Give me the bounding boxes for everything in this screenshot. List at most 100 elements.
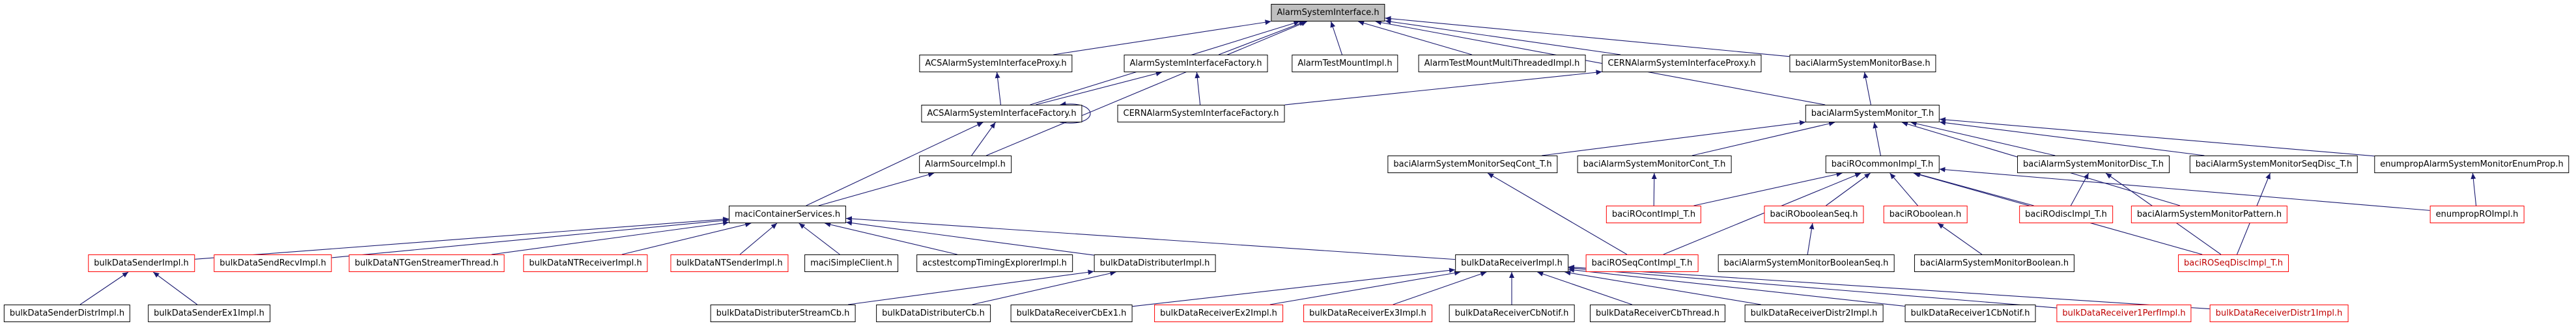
graph-edge — [1218, 21, 1306, 55]
graph-node-bacialarmsystemmonitor-t-h[interactable]: baciAlarmSystemMonitor_T.h — [1805, 105, 1940, 122]
graph-node-bulkdatantgenstreamerthread-h[interactable]: bulkDataNTGenStreamerThread.h — [348, 254, 505, 272]
graph-node-bulkdatantreceiverimpl-h[interactable]: bulkDataNTReceiverImpl.h — [523, 254, 648, 272]
graph-node-bulkdatantsenderimpl-h[interactable]: bulkDataNTSenderImpl.h — [670, 254, 789, 272]
graph-edge — [152, 271, 198, 305]
graph-edge — [848, 269, 1094, 305]
graph-edge — [972, 271, 1116, 305]
graph-node-cernalarmsysteminterfacefactory-h[interactable]: CERNAlarmSystemInterfaceFactory.h — [1117, 105, 1285, 122]
graph-node-enumproproimpl-h[interactable]: enumpropROImpl.h — [2429, 206, 2525, 223]
graph-node-acsalarmsysteminterfacefactory-h[interactable]: ACSAlarmSystemInterfaceFactory.h — [921, 105, 1083, 122]
graph-node-baciroseqcontimpl-t-h[interactable]: baciROSeqContImpl_T.h — [1585, 254, 1699, 272]
graph-edge — [1132, 267, 1456, 307]
graph-node-acsalarmsysteminterfaceproxy-h[interactable]: ACSAlarmSystemInterfaceProxy.h — [919, 55, 1073, 72]
graph-node-bulkdatareceiverdistr2impl-h[interactable]: bulkDataReceiverDistr2Impl.h — [1744, 305, 1884, 322]
graph-edge — [1542, 120, 1806, 156]
graph-node-bulkdatareceiver1perfimpl-h[interactable]: bulkDataReceiver1PerfImpl.h — [2056, 305, 2192, 322]
graph-edge — [1863, 72, 1871, 105]
graph-node-bacialarmsystemmonitorseqcont-t-h[interactable]: baciAlarmSystemMonitorSeqCont_T.h — [1387, 156, 1558, 173]
graph-edge-self-loop — [1060, 101, 1091, 124]
graph-node-bacialarmsystemmonitorcont-t-h[interactable]: baciAlarmSystemMonitorCont_T.h — [1577, 156, 1732, 173]
graph-node-bacirocommonimpl-t-h[interactable]: baciROcommonImpl_T.h — [1825, 156, 1940, 173]
graph-edge — [194, 216, 729, 260]
graph-edge — [491, 220, 729, 255]
graph-edge — [986, 21, 1307, 156]
graph-node-bacialarmsystemmonitorboolean-h[interactable]: baciAlarmSystemMonitorBoolean.h — [1914, 254, 2075, 272]
graph-edge — [1691, 121, 1835, 156]
graph-node-bacirocontimpl-t-h[interactable]: baciROcontImpl_T.h — [1606, 206, 1702, 223]
graph-node-bacialarmsystemmonitorbooleanseq-h[interactable]: baciAlarmSystemMonitorBooleanSeq.h — [1718, 254, 1895, 272]
graph-node-bulkdatareceivercbex1-h[interactable]: bulkDataReceiverCbEx1.h — [1010, 305, 1133, 322]
graph-node-bulkdatareceiverex3impl-h[interactable]: bulkDataReceiverEx3Impl.h — [1303, 305, 1432, 322]
graph-node-baciroseqdiscimpl-t-h[interactable]: baciROSeqDiscImpl_T.h — [2178, 254, 2289, 272]
graph-edge — [1375, 20, 1826, 105]
graph-node-bacirobooleanseq-h[interactable]: baciRObooleanSeq.h — [1764, 206, 1864, 223]
graph-edge — [1284, 70, 1602, 105]
graph-node-bacialarmsystemmonitordisc-t-h[interactable]: baciAlarmSystemMonitorDisc_T.h — [2017, 156, 2170, 173]
graph-edge — [1914, 172, 2034, 206]
graph-node-macisimpleclient-h[interactable]: maciSimpleClient.h — [804, 254, 898, 272]
graph-node-bacialarmsystemmonitorbase-h[interactable]: baciAlarmSystemMonitorBase.h — [1789, 55, 1936, 72]
graph-node-bulkdatasenderex1impl-h[interactable]: bulkDataSenderEx1Impl.h — [148, 305, 270, 322]
graph-edge — [1663, 172, 1861, 255]
graph-edge — [1564, 270, 1761, 305]
graph-node-bulkdatareceivercbthread-h[interactable]: bulkDataReceiverCbThread.h — [1589, 305, 1726, 322]
graph-node-alarmsysteminterface-h[interactable]: AlarmSystemInterface.h — [1271, 4, 1385, 21]
graph-edge — [1487, 172, 1628, 255]
graph-edge — [1393, 271, 1487, 305]
graph-edge — [332, 217, 729, 258]
graph-node-bulkdatasenderimpl-h[interactable]: bulkDataSenderImpl.h — [88, 254, 195, 272]
graph-node-bulkdatadistributercb-h[interactable]: bulkDataDistributerCb.h — [876, 305, 991, 322]
graph-node-bacirodiscimpl-t-h[interactable]: baciROdiscImpl_T.h — [2019, 206, 2113, 223]
graph-node-bulkdatadistributerimpl-h[interactable]: bulkDataDistributerImpl.h — [1094, 254, 1216, 272]
graph-edge — [1890, 172, 1918, 206]
graph-node-alarmsysteminterfacefactory-h[interactable]: AlarmSystemInterfaceFactory.h — [1124, 55, 1268, 72]
graph-node-bulkdatareceiverex2impl-h[interactable]: bulkDataReceiverEx2Impl.h — [1154, 305, 1283, 322]
graph-edge — [825, 222, 957, 255]
graph-node-bacialarmsystemmonitorseqdisc-t-h[interactable]: baciAlarmSystemMonitorSeqDisc_T.h — [2189, 156, 2358, 173]
graph-edge — [1385, 16, 1790, 57]
graph-edge — [1195, 72, 1201, 105]
graph-edge — [1568, 264, 2210, 310]
graph-edge — [1910, 121, 2056, 156]
graph-edge — [2470, 172, 2477, 206]
graph-edge — [79, 271, 129, 305]
graph-edge — [1385, 19, 1621, 55]
graph-edge — [1939, 117, 2375, 157]
graph-edge — [806, 122, 984, 206]
graph-edge — [1826, 172, 1871, 206]
graph-edge — [1568, 267, 1905, 307]
graph-edge — [1537, 271, 1632, 305]
graph-node-bulkdatareceivercbnotif-h[interactable]: bulkDataReceiverCbNotif.h — [1449, 305, 1575, 322]
graph-edge — [1036, 71, 1162, 105]
graph-edge — [621, 222, 752, 255]
graph-node-bulkdatadistributerstreamcb-h[interactable]: bulkDataDistributerStreamCb.h — [710, 305, 856, 322]
graph-node-acstestcomptimingexplorerimpl-h[interactable]: acstestcompTimingExplorerImpl.h — [916, 254, 1073, 272]
graph-edge — [845, 220, 1094, 256]
graph-node-enumpropalarmsystemmonitorenumprop-h[interactable]: enumpropAlarmSystemMonitorEnumProp.h — [2374, 156, 2569, 173]
graph-edge — [1693, 172, 1843, 206]
graph-edge — [845, 216, 1456, 260]
graph-edge — [1358, 20, 1472, 55]
graph-node-bulkdatasenderdistrimpl-h[interactable]: bulkDataSenderDistrImpl.h — [3, 305, 131, 322]
graph-edge — [818, 172, 935, 206]
graph-edge — [799, 223, 840, 255]
graph-node-alarmsourceimpl-h[interactable]: AlarmSourceImpl.h — [919, 156, 1012, 173]
graph-edge — [971, 122, 996, 156]
graph-node-macicontainerservices-h[interactable]: maciContainerServices.h — [728, 206, 847, 223]
graph-node-bacialarmsystemmonitorpattern-h[interactable]: baciAlarmSystemMonitorPattern.h — [2130, 206, 2288, 223]
graph-edge — [1568, 266, 2057, 308]
graph-node-baciroboolean-h[interactable]: baciROboolean.h — [1883, 206, 1968, 223]
graph-edge — [1807, 223, 1815, 255]
graph-edge — [1937, 223, 1983, 255]
graph-node-bulkdatareceiver1cbnotif-h[interactable]: bulkDataReceiver1CbNotif.h — [1904, 305, 2036, 322]
graph-node-bulkdatareceiverimpl-h[interactable]: bulkDataReceiverImpl.h — [1455, 254, 1568, 272]
graph-node-bulkdatasendrecvimpl-h[interactable]: bulkDataSendRecvImpl.h — [214, 254, 332, 272]
graph-node-cernalarmsysteminterfaceproxy-h[interactable]: CERNAlarmSystemInterfaceProxy.h — [1602, 55, 1762, 72]
graph-edge — [2070, 172, 2089, 206]
graph-node-alarmtestmountimpl-h[interactable]: AlarmTestMountImpl.h — [1292, 55, 1398, 72]
graph-node-bulkdatareceiverdistr1impl-h[interactable]: bulkDataReceiverDistr1Impl.h — [2209, 305, 2349, 322]
graph-node-alarmtestmountmultithreadedimpl-h[interactable]: AlarmTestMountMultiThreadedImpl.h — [1418, 55, 1586, 72]
graph-edge — [1873, 122, 1881, 156]
graph-edge — [1269, 270, 1461, 305]
